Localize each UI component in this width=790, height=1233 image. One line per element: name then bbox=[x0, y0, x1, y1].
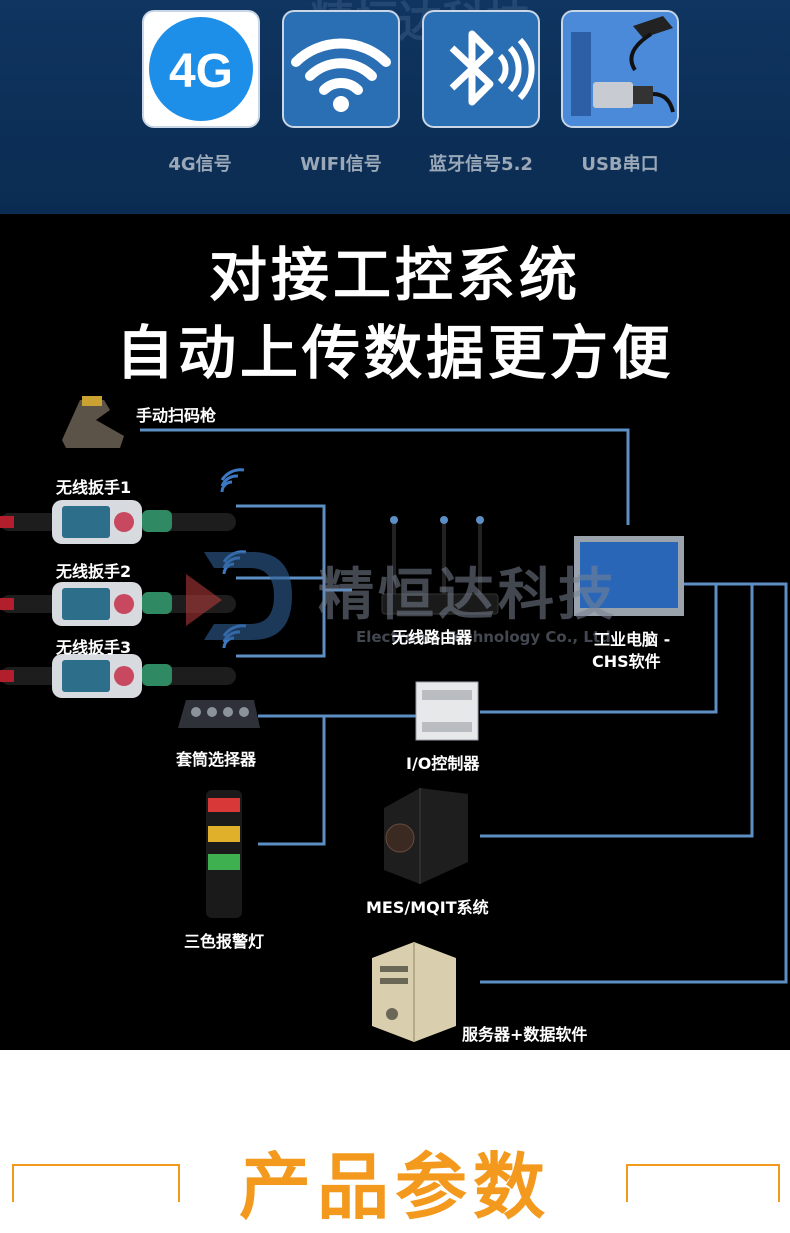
label-io-controller: I/O控制器 bbox=[406, 754, 480, 773]
watermark-subtitle: Electronic Technology Co., Ltd. bbox=[356, 628, 617, 646]
watermark-logo-icon bbox=[186, 552, 292, 640]
wireless-wrench-2-icon bbox=[0, 582, 236, 626]
label-tower-light: 三色报警灯 bbox=[184, 932, 265, 951]
wifi-icon bbox=[291, 38, 391, 112]
tile-label-usb: USB串口 bbox=[581, 154, 659, 175]
industrial-pc-icon bbox=[574, 536, 684, 616]
label-server: 服务器+数据软件 bbox=[462, 1025, 588, 1044]
tower-light-icon bbox=[206, 790, 242, 918]
svg-text:4G: 4G bbox=[169, 45, 233, 98]
section-title: 产品参数 bbox=[238, 1145, 551, 1229]
section-bracket-left bbox=[12, 1164, 180, 1202]
tile-wifi bbox=[284, 12, 398, 126]
label-mes-system: MES/MQIT系统 bbox=[366, 898, 489, 917]
mes-system-icon bbox=[384, 788, 468, 884]
label-pc-line2: CHS软件 bbox=[592, 652, 661, 671]
tile-4g: 4G bbox=[144, 12, 258, 126]
tile-bluetooth bbox=[424, 12, 538, 126]
tile-label-wifi: WIFI信号 bbox=[300, 154, 382, 175]
bluetooth-icon bbox=[449, 30, 535, 106]
tile-usb bbox=[563, 12, 677, 126]
label-wrench-3: 无线扳手3 bbox=[56, 638, 132, 657]
connectivity-band: 精恒达科技 4G 4G信号 WIFI信号 蓝牙信号5.2 bbox=[0, 0, 790, 214]
label-pc-line1: 工业电脑 - bbox=[594, 630, 671, 649]
section-bracket-right bbox=[626, 1164, 780, 1202]
barcode-scanner-icon bbox=[62, 396, 124, 448]
router-icon bbox=[381, 516, 499, 615]
label-router: 无线路由器 bbox=[392, 628, 473, 647]
headline-line1: 对接工控系统 bbox=[208, 241, 581, 309]
label-wrench-2: 无线扳手2 bbox=[56, 562, 132, 581]
io-controller-icon bbox=[415, 681, 479, 741]
wireless-wrench-3-icon bbox=[0, 654, 236, 698]
connection-lines bbox=[140, 428, 788, 984]
wireless-wrench-1-icon bbox=[0, 500, 236, 544]
system-diagram-section bbox=[0, 214, 790, 1050]
label-wrench-1: 无线扳手1 bbox=[56, 478, 132, 497]
label-scanner: 手动扫码枪 bbox=[136, 406, 217, 425]
label-socket-selector: 套筒选择器 bbox=[176, 750, 257, 769]
server-icon bbox=[372, 942, 456, 1042]
socket-selector-icon bbox=[178, 700, 260, 728]
headline-line2: 自动上传数据更方便 bbox=[115, 319, 674, 387]
tile-label-4g: 4G信号 bbox=[168, 154, 232, 175]
watermark-brand: 精恒达科技 bbox=[318, 563, 618, 628]
4g-icon: 4G bbox=[149, 17, 253, 121]
usb-serial-icon bbox=[563, 12, 677, 126]
connection-diagram bbox=[0, 396, 788, 1042]
tile-label-bluetooth: 蓝牙信号5.2 bbox=[429, 154, 533, 175]
